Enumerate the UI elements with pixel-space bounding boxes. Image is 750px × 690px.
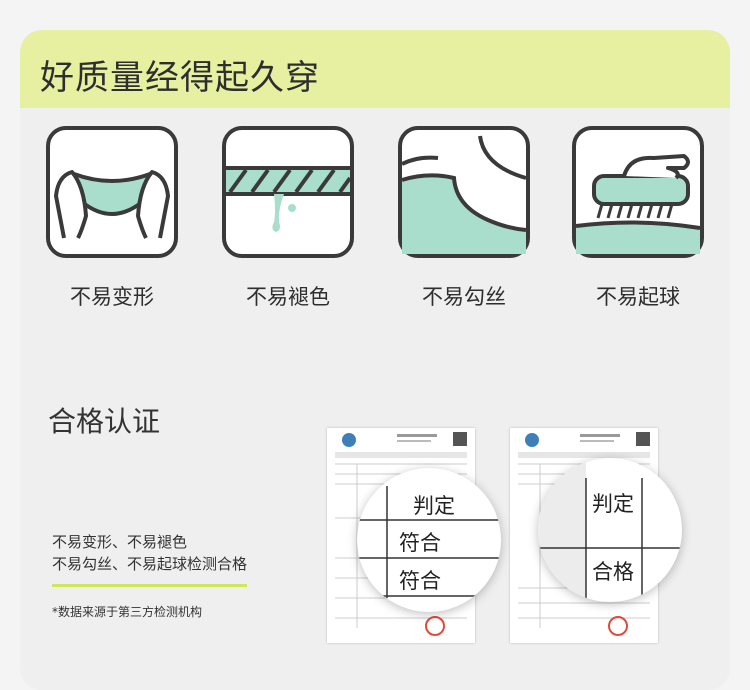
- header-banner: 好质量经得起久穿: [20, 30, 730, 108]
- rope-dripping-dye-icon: [222, 126, 354, 258]
- page-title: 好质量经得起久穿: [40, 58, 320, 98]
- report-1-magnifier: 判定 符合 符合: [357, 468, 501, 612]
- report-2-magnifier: 判定 合格: [538, 458, 682, 602]
- judge-label: 判定: [413, 494, 455, 518]
- judge-label: 判定: [592, 492, 634, 516]
- feature-label: 不易褪色: [246, 285, 330, 309]
- feature-no-snag: 不易勾丝: [398, 126, 538, 309]
- feature-label: 不易变形: [70, 285, 154, 309]
- data-source-note: *数据来源于第三方检测机构: [52, 605, 203, 619]
- result: 合格: [592, 560, 634, 584]
- result-2: 符合: [399, 569, 441, 593]
- certification-title: 合格认证: [48, 405, 161, 438]
- report-2-table-grid: [538, 458, 682, 602]
- fabric-snag-icon: [398, 126, 530, 258]
- certification-line-1: 不易变形、不易褪色: [52, 533, 188, 551]
- hands-stretching-underwear-icon: [46, 126, 178, 258]
- feature-label: 不易勾丝: [422, 285, 506, 309]
- result-1: 符合: [399, 531, 441, 555]
- certification-line-2: 不易勾丝、不易起球检测合格: [52, 555, 248, 573]
- feature-no-pilling: 不易起球: [572, 126, 712, 309]
- feature-no-deform: 不易变形: [46, 126, 186, 309]
- feature-label: 不易起球: [596, 285, 680, 309]
- feature-no-fade: 不易褪色: [222, 126, 362, 309]
- brush-on-fabric-icon: [572, 126, 704, 258]
- accent-bar: [52, 584, 247, 587]
- report-1-table-grid: [357, 486, 501, 598]
